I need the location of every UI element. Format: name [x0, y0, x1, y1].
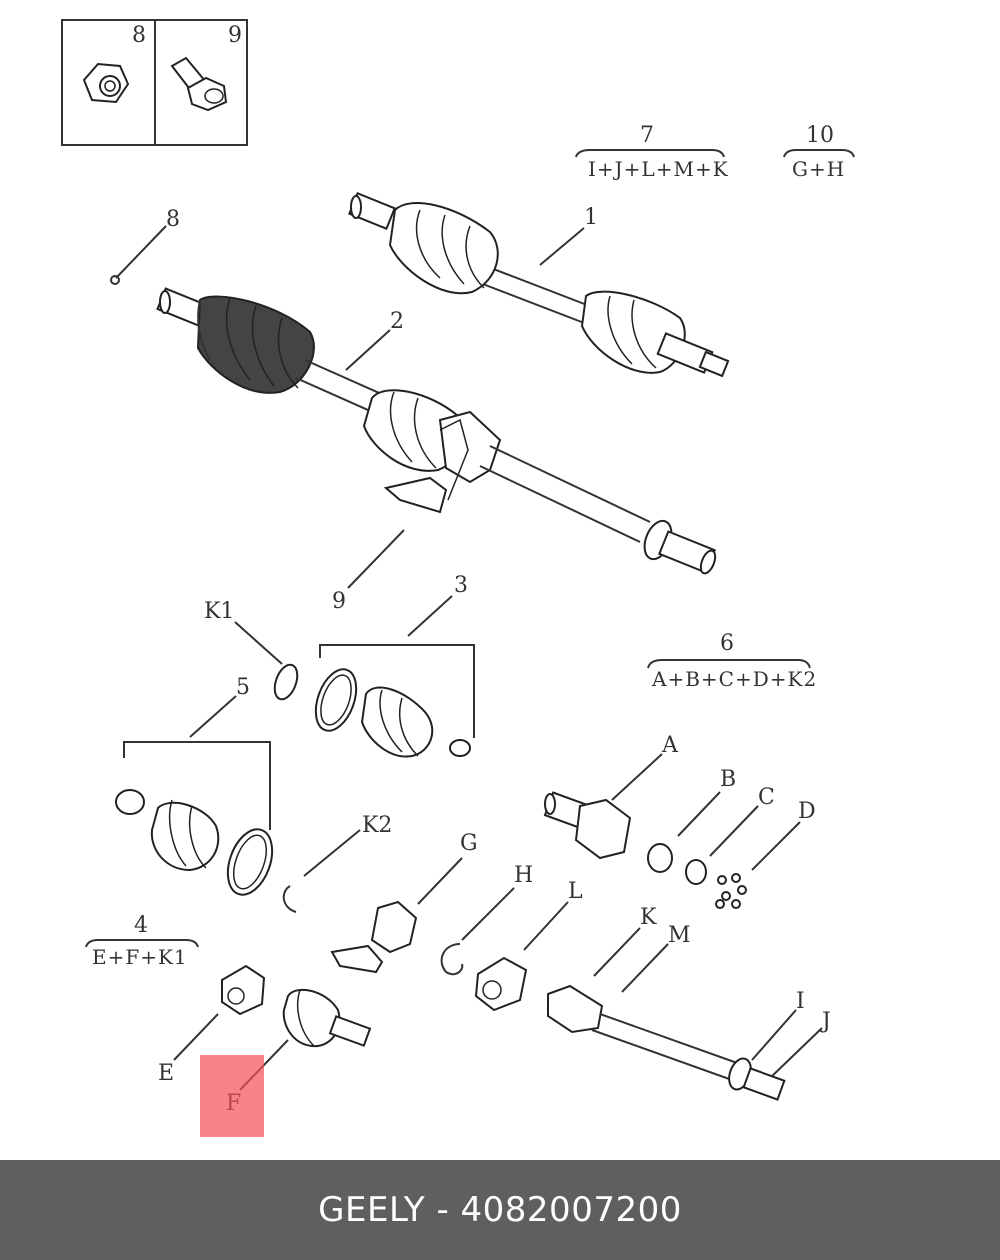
- callout-L: L: [568, 879, 583, 904]
- callout-8: 8: [166, 207, 180, 232]
- callout-K2: K2: [362, 813, 392, 838]
- formula-7: I+J+L+M+K: [588, 157, 729, 181]
- inset-box: 8 9: [61, 19, 248, 146]
- callout-labels: 8 1 2 9 K1 3 5 K2 A B C D G H L K M I J …: [134, 123, 834, 1116]
- callout-E: E: [158, 1061, 174, 1086]
- callout-9: 9: [332, 589, 346, 614]
- bolt-icon: [170, 56, 228, 112]
- callout-M: M: [668, 923, 691, 948]
- callout-2: 2: [390, 309, 404, 334]
- callout-1: 1: [584, 205, 598, 230]
- callout-7: 7: [640, 123, 654, 148]
- callout-K: K: [640, 905, 657, 930]
- callout-lines: [110, 225, 823, 1091]
- highlight-box: [200, 1055, 264, 1137]
- kit-formulas: I+J+L+M+K G+H A+B+C+D+K2 E+F+K1: [92, 157, 845, 969]
- drive-shaft-2: [156, 287, 717, 575]
- exploded-parts-diagram: 8 9: [61, 19, 855, 1116]
- joint-kit-6: [330, 791, 786, 1101]
- callout-5: 5: [236, 675, 250, 700]
- callout-4: 4: [134, 913, 148, 938]
- formula-4: E+F+K1: [92, 945, 188, 969]
- callout-J: J: [820, 1009, 831, 1034]
- footer-bar: GEELY - 4082007200: [0, 1160, 1000, 1260]
- callout-K1: K1: [204, 599, 234, 624]
- callout-G: G: [460, 831, 478, 856]
- nut-icon: [82, 62, 130, 104]
- boot-kit-3: [273, 663, 471, 758]
- boot-kit-5: [115, 789, 297, 913]
- callout-I: I: [796, 989, 805, 1014]
- callout-6: 6: [720, 631, 734, 656]
- formula-10: G+H: [792, 157, 845, 181]
- inset-label-8: 8: [132, 23, 146, 48]
- part-number-caption: GEELY - 4082007200: [318, 1190, 682, 1230]
- callout-D: D: [798, 799, 816, 824]
- callout-10: 10: [806, 123, 834, 148]
- callout-H: H: [514, 863, 533, 888]
- drive-shaft-1: [348, 192, 730, 378]
- callout-3: 3: [454, 573, 468, 598]
- joint-kit-4: [221, 964, 372, 1048]
- callout-B: B: [720, 767, 736, 792]
- callout-C: C: [758, 785, 775, 810]
- formula-6: A+B+C+D+K2: [651, 667, 817, 691]
- callout-A: A: [661, 733, 679, 758]
- brackets: [85, 149, 855, 948]
- inset-label-9: 9: [228, 23, 242, 48]
